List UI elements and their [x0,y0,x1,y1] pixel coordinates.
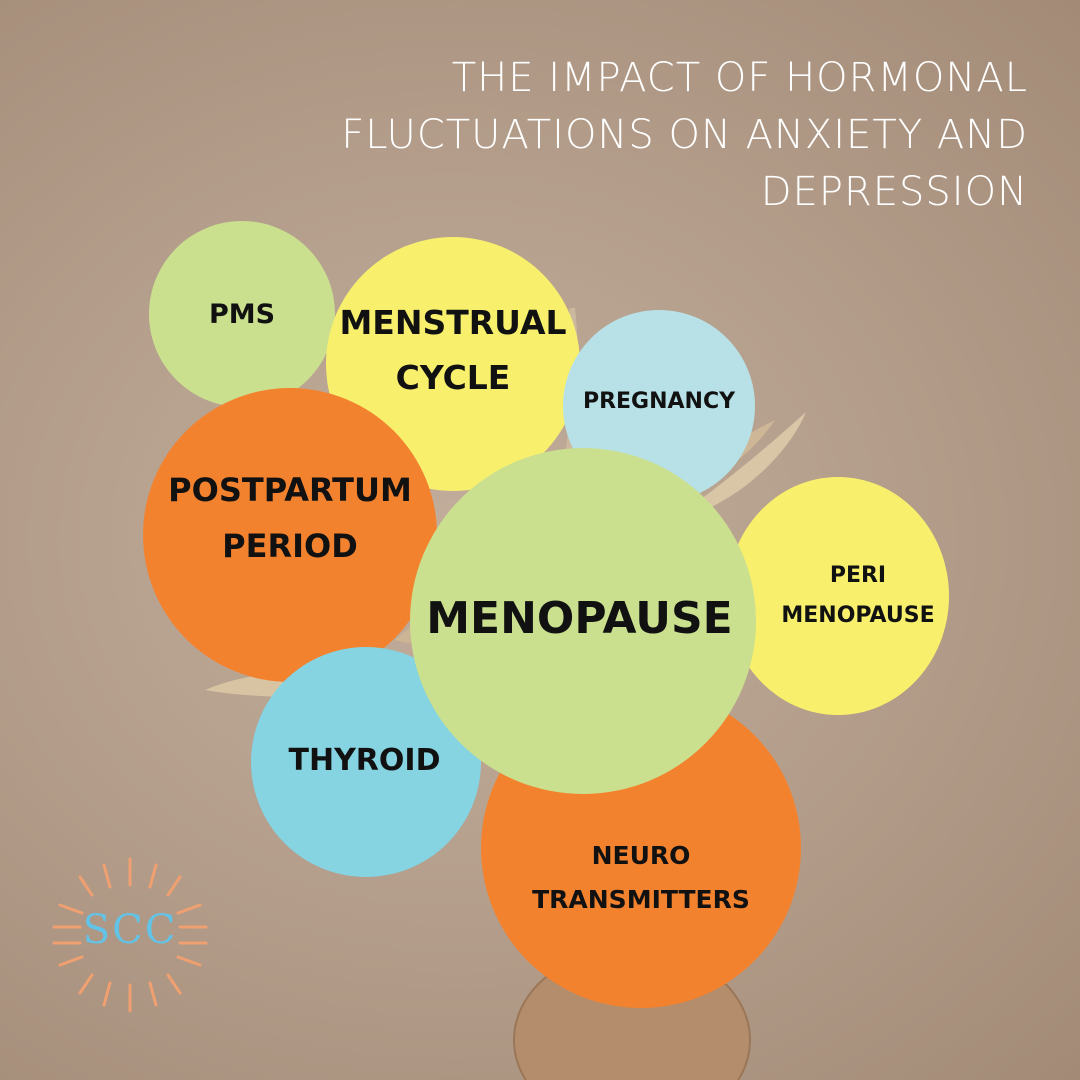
scc-logo: SCC [50,855,210,1015]
bubble-pregnancy-label: PREGNANCY [582,388,736,414]
bubble-perimenopause-label-1: PERI [829,563,887,588]
bubble-menstrual-cycle-label-2: CYCLE [395,358,511,397]
title-line-1: THE IMPACT OF HORMONAL [451,55,1028,101]
page-title: THE IMPACT OF HORMONAL FLUCTUATIONS ON A… [268,50,1028,221]
bubble-pms-label: PMS [208,298,276,330]
bubble-neurotransmitters-label-2: TRANSMITTERS [532,885,750,914]
bubble-perimenopause: PERI MENOPAUSE [727,477,949,715]
logo-text: SCC [82,907,178,953]
bubble-menstrual-cycle-label-1: MENSTRUAL [339,303,567,342]
bubble-thyroid-label: THYROID [288,743,441,778]
bubble-menopause: MENOPAUSE [410,448,756,794]
bubble-perimenopause-label-2: MENOPAUSE [781,603,935,628]
leaf-right [700,412,806,510]
title-line-3: DEPRESSION [760,169,1028,215]
sun-rays-icon [52,857,208,1013]
bubble-postpartum-period: POSTPARTUM PERIOD [143,388,437,682]
bubble-postpartum-label-2: PERIOD [222,527,358,565]
bubble-menopause-label: MENOPAUSE [426,592,733,644]
title-line-2: FLUCTUATIONS ON ANXIETY AND [341,112,1028,158]
bubble-neurotransmitters-label-1: NEURO [591,841,691,870]
bubble-postpartum-label-1: POSTPARTUM [168,471,412,509]
bubble-pms: PMS [149,221,335,407]
